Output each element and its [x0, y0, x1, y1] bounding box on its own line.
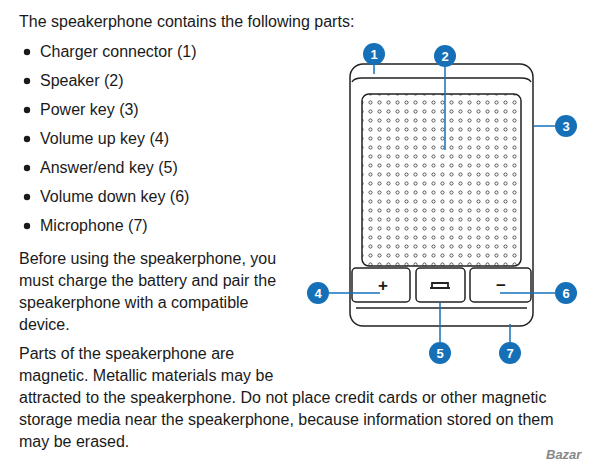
part-item: Answer/end key (5) — [40, 157, 178, 179]
callout-number: 5 — [436, 347, 443, 360]
key-symbol: + — [378, 277, 388, 294]
part-item: Power key (3) — [40, 99, 139, 121]
part-item: Microphone (7) — [40, 215, 148, 237]
part-item: Charger connector (1) — [40, 41, 197, 63]
instruction-text: Before using the speakerphone, you must … — [19, 248, 301, 336]
part-item: Volume up key (4) — [40, 128, 169, 150]
wrap-spacer — [295, 343, 587, 387]
heading-text: The speakerphone contains the following … — [19, 11, 354, 33]
callout-number: 3 — [562, 120, 569, 133]
leader-lines — [329, 65, 555, 342]
callout-number: 4 — [314, 287, 321, 300]
warning-text: Parts of the speakerphone are magnetic. … — [19, 343, 587, 453]
callout-circle: 2 — [434, 45, 456, 67]
callout-number: 1 — [370, 48, 377, 61]
part-item: Volume down key (6) — [40, 186, 189, 208]
callout-number: 7 — [506, 347, 513, 360]
callout-circle: 5 — [429, 342, 451, 364]
callout-circle: 3 — [555, 115, 577, 137]
callout-number: 6 — [562, 287, 569, 300]
callout-circle: 7 — [499, 342, 521, 364]
callout-circle: 6 — [555, 282, 577, 304]
watermark: Bazar — [546, 447, 581, 462]
callout-circle: 4 — [307, 282, 329, 304]
callout-number: 2 — [441, 50, 448, 63]
bullets — [24, 49, 30, 229]
key-symbol: − — [496, 277, 506, 294]
callout-circle: 1 — [363, 43, 385, 65]
part-item: Speaker (2) — [40, 70, 124, 92]
device — [350, 64, 533, 326]
